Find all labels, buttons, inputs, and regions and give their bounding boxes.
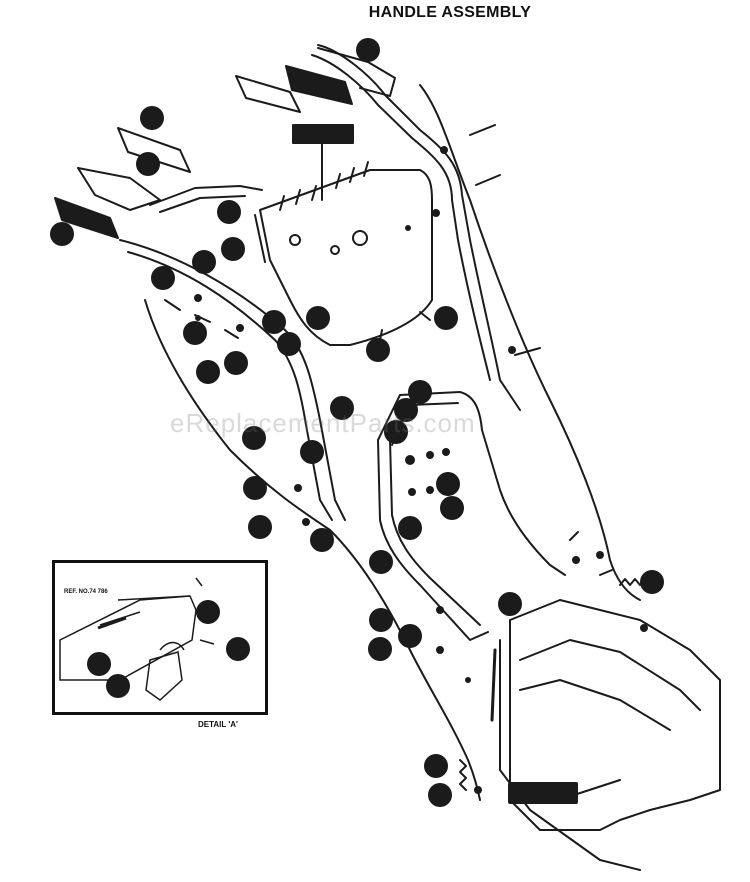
callout-bubble: [300, 440, 324, 464]
callout-bubble: [183, 321, 207, 345]
callout-bubble: [224, 351, 248, 375]
right-control-cable: [419, 84, 641, 601]
callout-bubble: [50, 222, 74, 246]
callout-bubble: [398, 516, 422, 540]
callout-bubble: [226, 637, 250, 661]
right-handle-bar: [317, 44, 521, 411]
callout-bubble: [262, 310, 286, 334]
callout-bubble: [436, 472, 460, 496]
lower-bail-bar: [377, 439, 489, 641]
left-control-cable: [144, 299, 481, 801]
callout-bubble: [398, 624, 422, 648]
watermark: eReplacementParts.com: [170, 408, 476, 438]
engine-housing: [509, 599, 721, 831]
control-panel: [259, 169, 433, 346]
callout-bubble: [366, 338, 390, 362]
callout-bubble: [196, 360, 220, 384]
callout-bubble: [330, 396, 354, 420]
callout-bubble: [368, 637, 392, 661]
callout-bubble: [369, 550, 393, 574]
callout-bubble: [440, 496, 464, 520]
callout-bubble: [221, 237, 245, 261]
callout-bubble: [136, 152, 160, 176]
callout-bubbles: [50, 38, 664, 807]
callout-bubble: [217, 200, 241, 224]
callout-bubble: [424, 754, 448, 778]
detail-caption: DETAIL 'A': [198, 720, 238, 729]
callout-bubble: [394, 398, 418, 422]
diagram-title: HANDLE ASSEMBLY: [368, 4, 532, 21]
detail-a-drawing: [59, 577, 215, 701]
callout-bubble: [428, 783, 452, 807]
callout-bubble: [384, 420, 408, 444]
callout-bubble: [369, 608, 393, 632]
callout-bubble: [306, 306, 330, 330]
left-grip-cover: [117, 127, 191, 173]
left-handle-bar: [119, 239, 346, 521]
callout-bubble: [87, 652, 111, 676]
callout-bubble: [140, 106, 164, 130]
callout-bubble: [192, 250, 216, 274]
callout-bubble: [151, 266, 175, 290]
callout-bubble: [434, 306, 458, 330]
fasteners: [194, 124, 648, 804]
right-grip-cover: [235, 75, 301, 113]
right-handle-bar-inner: [311, 54, 491, 381]
callout-bubble: [196, 600, 220, 624]
callout-bubble: [356, 38, 380, 62]
callout-bubble: [498, 592, 522, 616]
callout-bubble: [640, 570, 664, 594]
callout-bubble: [408, 380, 432, 404]
callout-bubble: [277, 332, 301, 356]
callout-bubble: [310, 528, 334, 552]
callout-bubble: [242, 426, 266, 450]
detail-a-box: [52, 560, 268, 715]
detail-ref-label: REF. NO.74 786: [64, 589, 108, 595]
callout-bubble: [243, 476, 267, 500]
callout-bubble: [248, 515, 272, 539]
